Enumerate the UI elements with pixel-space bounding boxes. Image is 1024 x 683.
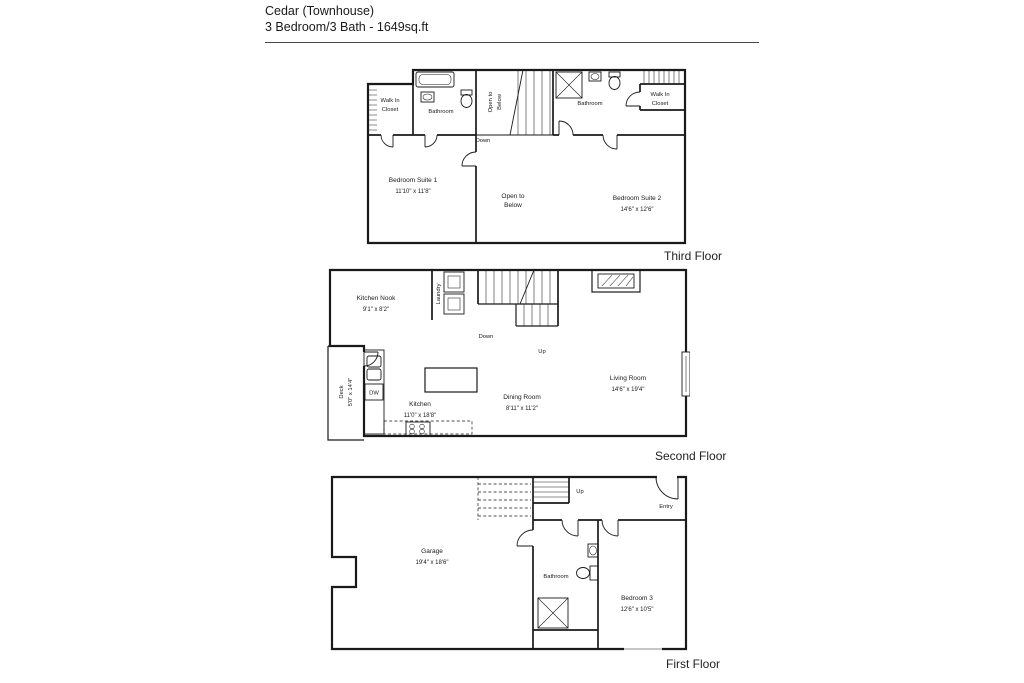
first-floor-caption: First Floor [666, 657, 720, 671]
plan-title: Cedar (Townhouse) [265, 4, 375, 18]
walk-in-closet-right-label: Walk In [650, 92, 669, 98]
plan-subtitle: 3 Bedroom/3 Bath - 1649sq.ft [265, 20, 429, 34]
third-floor-plan: Walk In Closet Bathroom Open to Below Do… [366, 68, 687, 245]
bathroom-left-label: Bathroom [428, 109, 453, 115]
second-floor-caption: Second Floor [655, 449, 727, 463]
bedroom-door-arc [601, 519, 619, 537]
down-label: Down [476, 138, 491, 144]
shower-icon [555, 71, 583, 99]
bathtub-icon [415, 71, 455, 88]
down-label: Down [479, 334, 494, 340]
stairs-down [509, 69, 551, 136]
garage-dim: 19'4" x 18'6" [416, 560, 449, 566]
sink-icon [588, 71, 602, 82]
dining-room-label: Dining Room [503, 394, 541, 401]
toilet-icon [460, 89, 473, 108]
window-marker [681, 351, 690, 397]
header-divider [265, 42, 759, 43]
stairs-up-down [477, 269, 559, 327]
garage-door-arc [516, 529, 534, 547]
bedroom-suite-1-label: Bedroom Suite 1 [389, 177, 438, 184]
closet-shelf-hatch-left [369, 89, 377, 131]
stairs-up [533, 477, 570, 504]
bedroom-suite-2-label: Bedroom Suite 2 [613, 195, 662, 202]
counter-sink-icon [366, 355, 382, 381]
cabinet-dashed-outline [383, 420, 473, 435]
svg-text:Below: Below [497, 93, 503, 110]
walk-in-closet-right-label: Closet [652, 101, 669, 107]
dishwasher-label: DW [369, 391, 379, 397]
kitchen-island [424, 367, 478, 393]
bedroom-3-dim: 12'6" x 10'5" [621, 607, 654, 613]
dining-room-dim: 8'11" x 11'2" [506, 406, 538, 412]
living-room-label: Living Room [610, 375, 646, 382]
dishwasher-box [364, 383, 384, 401]
bedroom-suite-1-dim: 11'10" x 11'8" [395, 189, 430, 195]
kitchen-nook-label: Kitchen Nook [357, 295, 396, 302]
third-floor-door-arcs [380, 91, 641, 167]
bedroom-suite-2-dim: 14'6" x 12'6" [621, 207, 654, 213]
deck-outline [327, 345, 364, 441]
second-floor-plan: Kitchen Nook 9'1" x 8'2" Laundry Down Up… [327, 268, 690, 441]
svg-text:Open to: Open to [488, 92, 494, 113]
sink-icon [587, 543, 599, 558]
svg-text:Deck: Deck [339, 385, 345, 398]
deck-label: Deck 5'0" x 14'4" [339, 378, 354, 407]
up-label: Up [538, 349, 545, 355]
kitchen-counter [363, 349, 385, 435]
entry-door-arc [655, 475, 679, 500]
bathroom-label: Bathroom [543, 574, 568, 580]
deck-door-arc [362, 351, 379, 367]
living-room-dim: 14'6" x 19'4" [612, 387, 645, 393]
up-label: Up [576, 489, 583, 495]
svg-text:5'0" x 14'4": 5'0" x 14'4" [348, 378, 354, 407]
walk-in-closet-left-label: Closet [382, 107, 399, 113]
first-floor-walls [330, 475, 688, 651]
bathroom-door-arc [561, 519, 579, 537]
bedroom-3-label: Bedroom 3 [621, 595, 653, 602]
closet-shelf-hatch-right [643, 71, 680, 83]
third-floor-caption: Third Floor [664, 249, 723, 263]
shower-icon [537, 597, 569, 629]
svg-text:Laundry: Laundry [436, 283, 442, 304]
stairwell-open-to-below-label: Open to Below [488, 92, 503, 113]
entry-label: Entry [659, 504, 673, 510]
first-floor-plan: Garage 19'4" x 18'6" Up Entry Bathroom B… [330, 475, 688, 651]
toilet-icon [576, 565, 599, 581]
toilet-icon [608, 71, 621, 90]
fireplace-icon [591, 269, 641, 293]
sink-icon [420, 91, 435, 103]
kitchen-dim: 11'0" x 18'8" [404, 413, 436, 419]
open-to-below-label: Open to [501, 193, 525, 200]
washer-dryer-icon [443, 271, 465, 315]
stairs-dashed-outline [477, 477, 531, 520]
garage-label: Garage [421, 548, 443, 555]
open-to-below-label: Below [504, 202, 522, 209]
kitchen-nook-dim: 9'1" x 8'2" [363, 307, 389, 313]
third-floor-walls [366, 68, 687, 245]
bathroom-right-label: Bathroom [577, 101, 602, 107]
laundry-label: Laundry [436, 283, 442, 304]
kitchen-label: Kitchen [409, 401, 431, 408]
walk-in-closet-left-label: Walk In [380, 98, 399, 104]
